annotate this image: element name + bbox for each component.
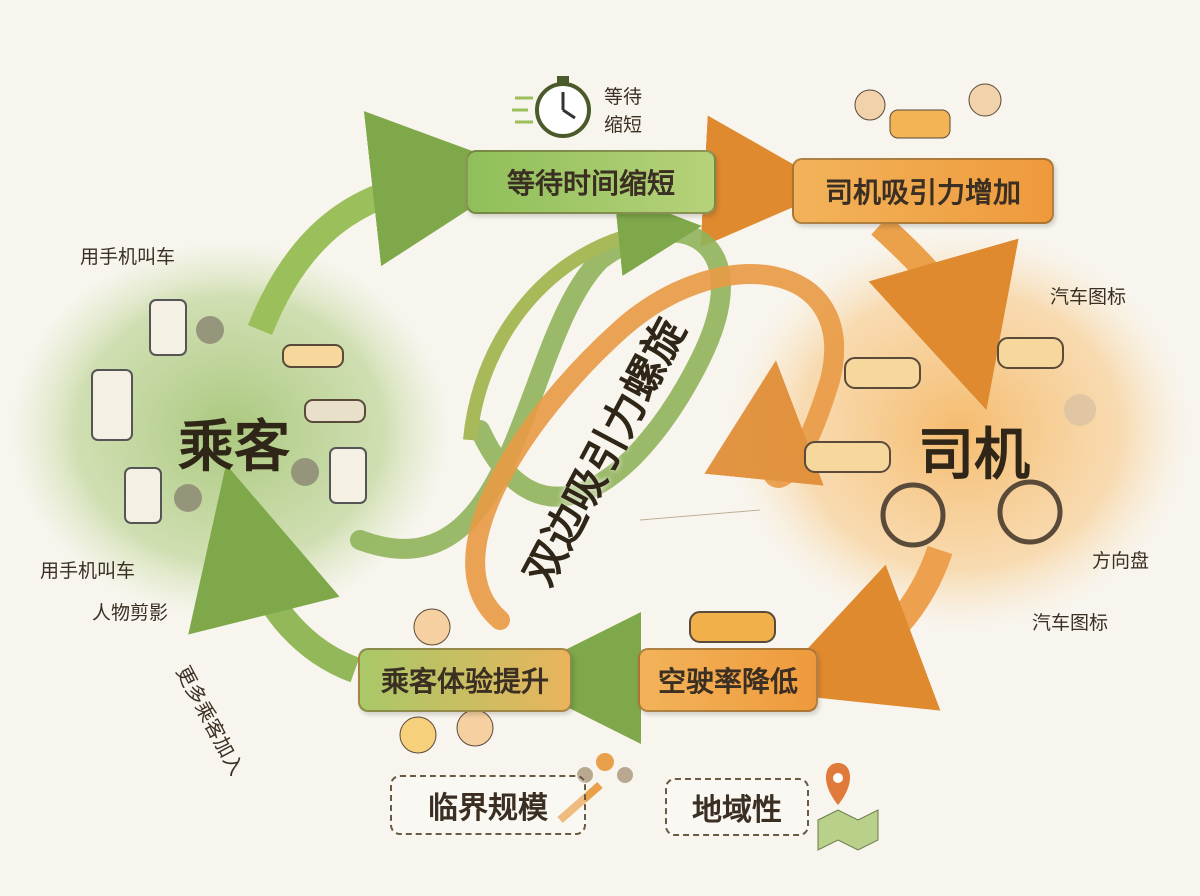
happy-face-icon [456,709,494,747]
wait-time-box: 等待时间缩短 [466,150,716,214]
annotation-car-top: 汽车图标 [1050,286,1127,308]
stopwatch-caption-2: 缩短 [604,114,643,136]
steering-wheel-icon [997,479,1063,545]
stopwatch-caption-1: 等待 [604,86,643,108]
car-icon [282,344,344,368]
people-pencil-icon [557,753,633,824]
car-icon [304,399,366,423]
happy-face-icon [399,716,437,754]
arrow-driver-to-empty [766,545,953,711]
empty-rate-box: 空驶率降低 [638,648,818,712]
arrow-driver-attract-to-driver [868,215,1019,410]
passenger-label: 乘客 [178,415,290,480]
phone-icon [91,369,133,441]
car-icon [997,337,1064,369]
driver-avatar-icon [1064,394,1096,426]
person-silhouette-icon [196,316,224,344]
phone-icon [329,447,367,504]
phone-icon [149,299,187,356]
annotation-steering: 方向盘 [1092,550,1150,572]
arrow-wait-to-driver [700,115,836,248]
person-silhouette-icon [291,458,319,486]
stopwatch-icon [512,76,591,138]
driver-label: 司机 [918,423,1030,488]
arrow-passenger-to-wait [247,111,528,335]
car-icon [804,441,891,473]
annotation-car-bottom: 汽车图标 [1032,612,1109,634]
locality-box: 地域性 [665,778,809,836]
spiral-mid [463,192,702,441]
car-icon [889,109,951,139]
driver-blob [730,230,1190,630]
steering-wheel-icon [880,482,946,548]
person-silhouette-icon [174,484,202,512]
experience-box: 乘客体验提升 [358,648,572,712]
car-icon [844,357,921,389]
arrow-experience-to-passenger [188,464,360,683]
driver-attraction-box: 司机吸引力增加 [792,158,1054,224]
map-pin-icon [817,763,879,851]
annotation-silhouette: 人物剪影 [92,602,169,624]
happy-face-icon [413,608,451,646]
critical-mass-box: 临界规模 [390,775,586,835]
annotation-phone-call-1: 用手机叫车 [80,246,176,268]
passenger-blob [10,240,450,620]
driver-people-icon [968,83,1002,117]
spiral-orange [465,264,845,630]
phone-icon [124,467,162,524]
taxi-icon [689,611,776,643]
annotation-phone-call-2: 用手机叫车 [40,560,136,582]
driver-people-icon [854,89,886,121]
